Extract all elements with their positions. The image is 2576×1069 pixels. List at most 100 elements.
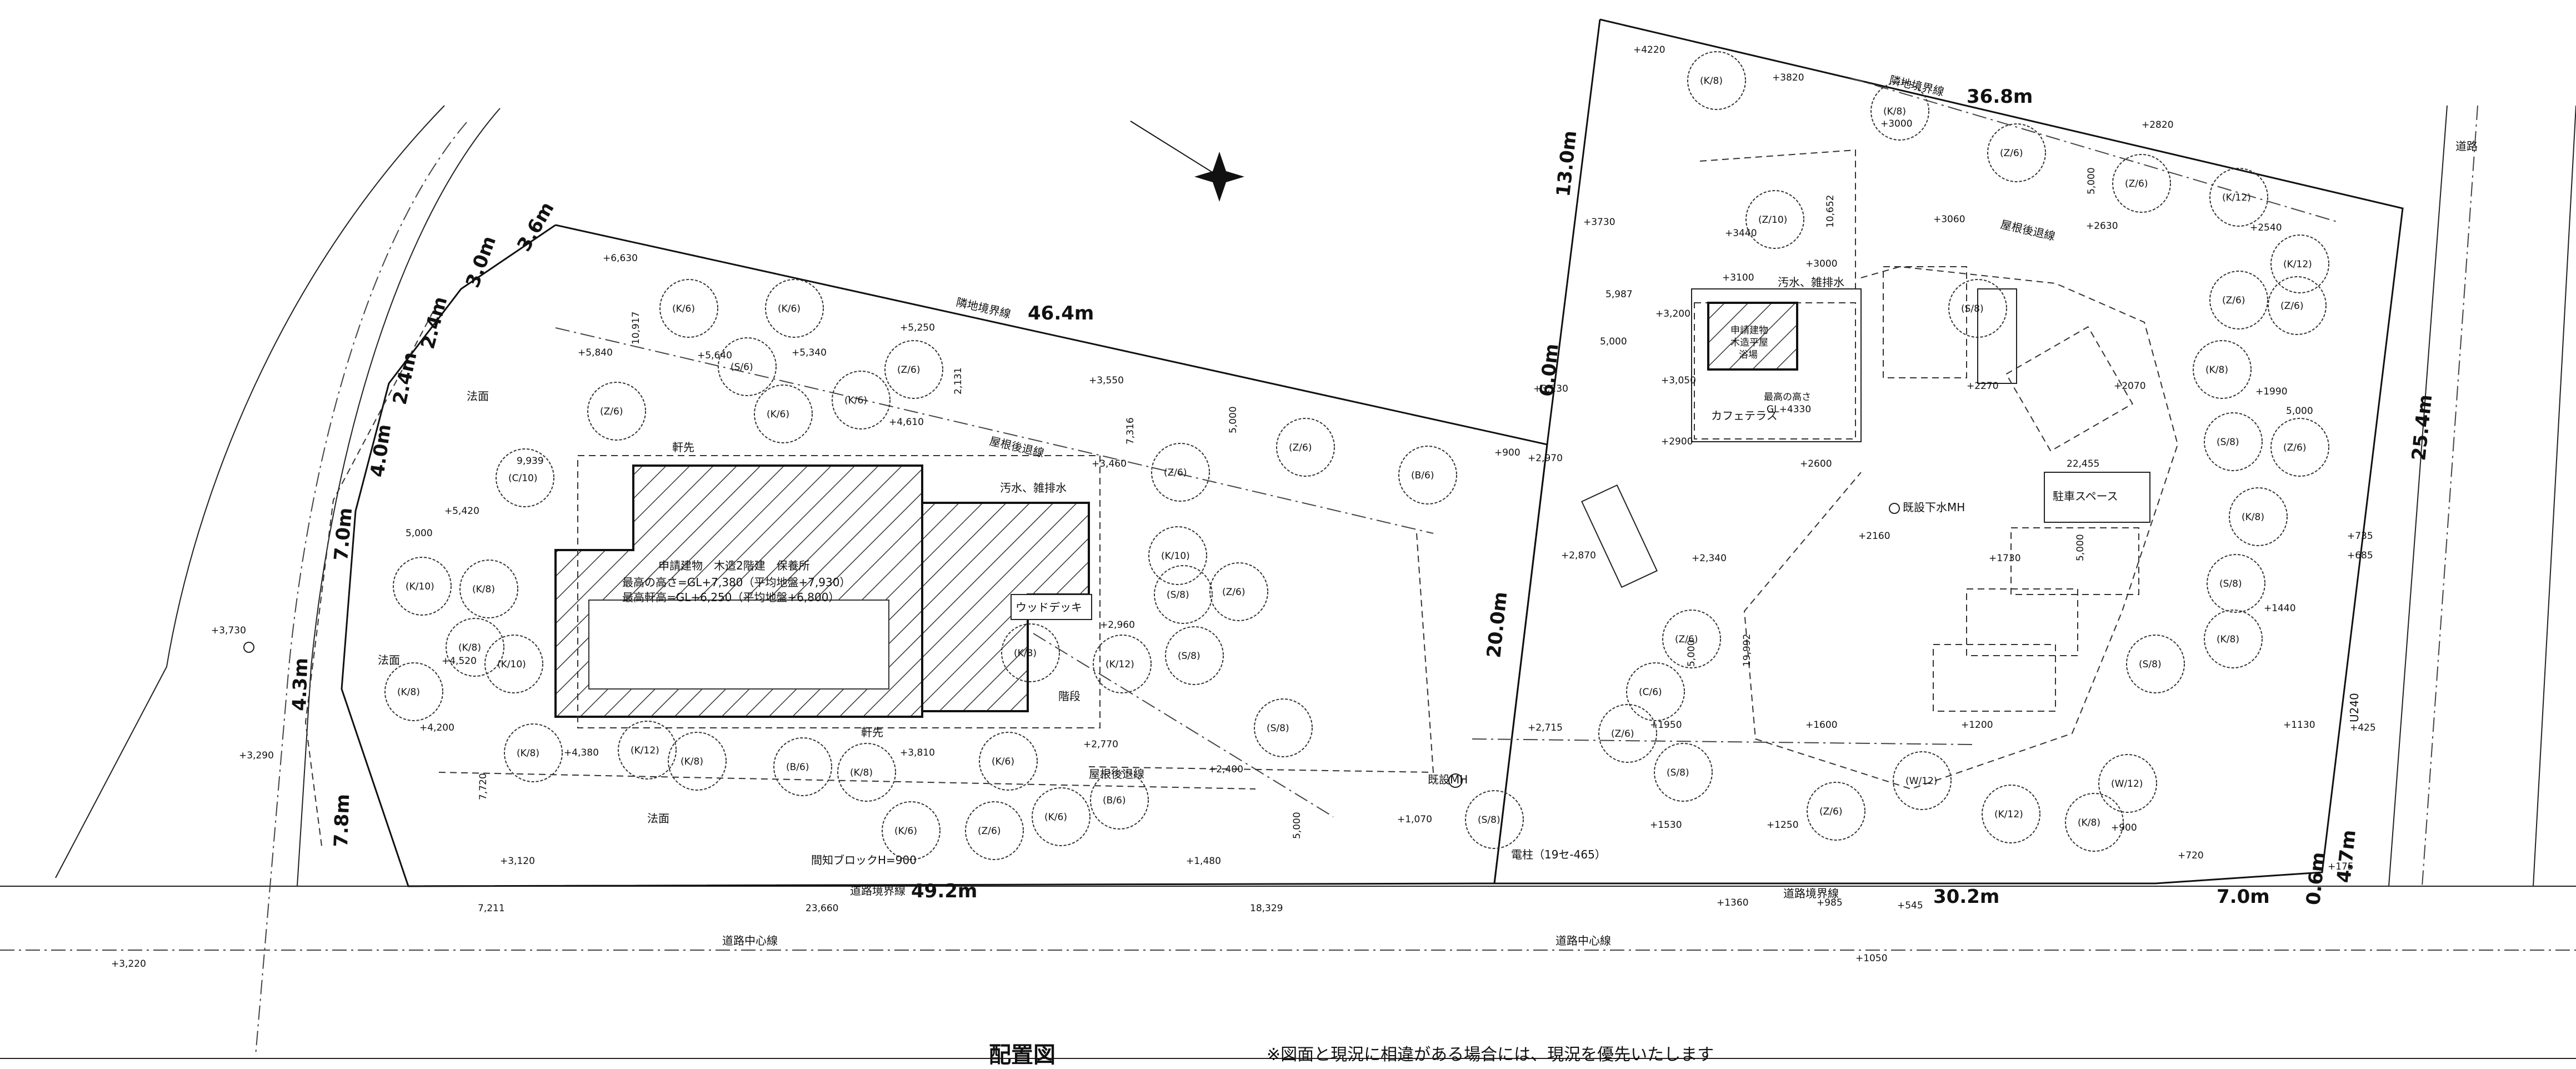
- level-mark: +3,230: [1533, 383, 1568, 394]
- level-mark: +3820: [1772, 72, 1804, 83]
- main-building: 申請建物 木造2階建 保養所 最高の高さ=GL+7,380（平均地盤+7,930…: [554, 455, 1101, 728]
- level-mark: +2900: [1661, 436, 1693, 447]
- tree-icon: [1090, 771, 1149, 830]
- tree-icon: [1151, 443, 1210, 502]
- tree-icon: [1654, 743, 1713, 802]
- tree-icon: [384, 662, 443, 721]
- dim-2-4b: 2.4m: [389, 350, 422, 407]
- level-mark: +1250: [1767, 820, 1799, 831]
- tree-label: (K/8): [2205, 364, 2228, 376]
- tree-label: (S/8): [2139, 659, 2162, 670]
- road-label-east: 道路: [2455, 139, 2478, 153]
- tree-icon: [1948, 279, 2007, 338]
- tree-label: (S/8): [1267, 723, 1289, 734]
- tree-label: (K/10): [1161, 551, 1190, 562]
- manhole-label: 既設MH: [1428, 773, 1468, 786]
- level-mark: +2600: [1800, 458, 1832, 469]
- inner-dimension: 5,000: [1292, 812, 1303, 839]
- inner-dimension: 9,939: [517, 456, 544, 467]
- main-building-label: 申請建物 木造2階建 保養所: [658, 559, 810, 572]
- tree-icon: [2268, 276, 2327, 335]
- bath-building: 申請建物 木造平屋 浴場 最高の高さ GL+4330 カフェテラス: [1691, 149, 2179, 790]
- parking-label: 駐車スペース: [2053, 489, 2118, 503]
- block-label: 間知ブロックH=900: [811, 853, 917, 867]
- level-mark: +2160: [1858, 531, 1890, 542]
- level-mark: +1990: [2255, 386, 2288, 397]
- tree-label: (K/6): [767, 409, 789, 420]
- level-mark: +3730: [1583, 217, 1615, 228]
- road-boundary-label-east: 道路境界線: [1783, 887, 1839, 900]
- dim-6-0: 6.0m: [1535, 343, 1563, 398]
- tree-icon: [979, 732, 1038, 791]
- tree-label: (Z/6): [1611, 728, 1634, 740]
- tree-label: (S/8): [2217, 437, 2239, 448]
- level-mark: +2,400: [1208, 764, 1243, 775]
- tree-icon: [2207, 554, 2265, 613]
- tree-label: (K/8): [1883, 106, 1906, 117]
- tree-icon: [1154, 565, 1213, 624]
- tree-icon: [1398, 446, 1457, 504]
- tree-icon: [2065, 793, 2124, 852]
- tree-icon: [668, 732, 727, 791]
- tree-label: (K/6): [992, 756, 1014, 767]
- level-mark: +735: [2347, 531, 2373, 542]
- tree-label: (Z/6): [2283, 442, 2306, 453]
- parking-spaces: 駐車スペース: [1581, 266, 2150, 712]
- dim-25-4: 25.4m: [2408, 393, 2437, 462]
- level-mark: +3,460: [1092, 458, 1127, 469]
- tree-label: (K/8): [1014, 648, 1037, 659]
- tree-label: (K/12): [2222, 192, 2251, 203]
- level-marks: +6,630+5,840+5,640+5,340+5,250+3,550+4,6…: [111, 44, 2376, 970]
- inner-dimension: 7,720: [478, 773, 489, 800]
- tree-label: (Z/6): [1222, 587, 1245, 598]
- level-mark: +3,200: [1655, 308, 1690, 319]
- level-mark: +720: [2178, 850, 2204, 861]
- dim-7-0-east: 7.0m: [2217, 886, 2270, 908]
- neighbor-label-north: 隣地境界線: [955, 295, 1012, 321]
- tree-label: (K/8): [517, 748, 539, 759]
- tree-icon: [618, 721, 677, 780]
- dim-36-8: 36.8m: [1967, 86, 2033, 108]
- inner-dimension: 7,316: [1125, 417, 1136, 444]
- tree-icon: [884, 340, 943, 399]
- tree-label: (K/6): [894, 826, 917, 837]
- level-mark: +425: [2350, 722, 2376, 733]
- tree-icon: [1987, 123, 2046, 182]
- inner-dimension: 2,131: [953, 367, 964, 394]
- tree-icon: [1254, 698, 1313, 757]
- level-mark: +3,120: [500, 856, 535, 867]
- dim-4-3: 4.3m: [288, 657, 312, 711]
- setback-label-3: 屋根後退線: [1089, 767, 1144, 781]
- level-mark: +3,220: [111, 958, 146, 970]
- slope-label-3: 法面: [647, 812, 669, 825]
- tree-label: (K/8): [681, 756, 703, 767]
- tree-icon: [2209, 168, 2268, 227]
- tree-icon: [484, 635, 543, 693]
- tree-label: (K/12): [1994, 809, 2023, 820]
- tree-icon: [446, 618, 504, 677]
- tree-icon: [1807, 782, 1865, 841]
- dim-4-7: 4.7m: [2333, 829, 2360, 884]
- level-mark: +2070: [2114, 381, 2146, 392]
- level-mark: +5,640: [697, 350, 732, 361]
- road-boundary-label-west: 道路境界線: [850, 884, 906, 897]
- inner-dimension: 22,455: [2067, 458, 2099, 469]
- manhole-icon: [243, 503, 1900, 788]
- inner-dimension: 18,329: [1250, 903, 1283, 914]
- level-mark: +1440: [2264, 603, 2296, 614]
- level-mark: +3,290: [239, 750, 274, 761]
- tree-label: (K/8): [2242, 512, 2264, 523]
- u240-label: U240: [2348, 693, 2361, 722]
- tree-icon: [882, 801, 941, 860]
- level-mark: +1130: [2283, 720, 2315, 731]
- level-mark: +3000: [1880, 118, 1913, 129]
- tree-icon: [1870, 82, 1929, 141]
- bath-height-label: 最高の高さ: [1764, 392, 1811, 403]
- tree-label: (Z/6): [2280, 301, 2303, 312]
- tree-icon: [587, 382, 646, 441]
- dim-49-2: 49.2m: [911, 880, 977, 902]
- level-mark: +1360: [1717, 897, 1749, 908]
- tree-label: (Z/6): [2000, 148, 2023, 159]
- tree-label: (K/12): [2283, 259, 2312, 270]
- tree-label: (K/10): [406, 581, 434, 592]
